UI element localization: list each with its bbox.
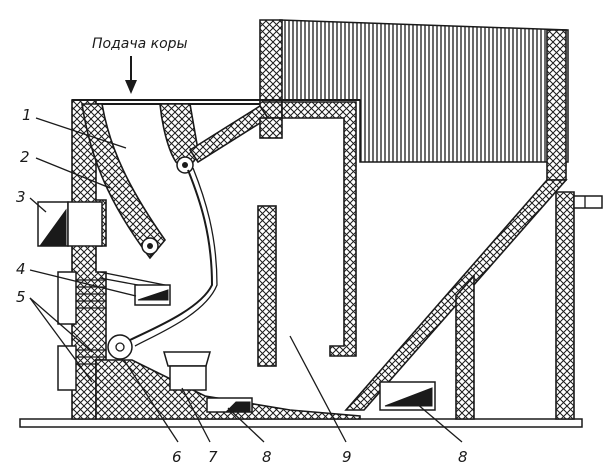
label-3: 3 xyxy=(16,188,26,206)
spring-rod xyxy=(129,167,218,347)
hinged-flap xyxy=(159,103,270,174)
leader-lines xyxy=(29,117,463,443)
feed-arrow xyxy=(125,56,137,94)
label-2: 2 xyxy=(20,148,30,166)
air-inlet-8-right xyxy=(379,381,436,411)
ash-door-7 xyxy=(163,351,211,391)
bark-hopper xyxy=(259,19,569,181)
label-8-right: 8 xyxy=(458,448,468,466)
air-inlet-8-left xyxy=(206,397,253,413)
feed-chute xyxy=(81,103,167,260)
hearth xyxy=(95,359,361,420)
right-casing xyxy=(555,191,603,420)
grate-nozzle-4 xyxy=(99,271,171,306)
air-nozzle-3 xyxy=(37,201,103,247)
label-8-left: 8 xyxy=(262,448,272,466)
label-4: 4 xyxy=(16,260,26,278)
base-plate xyxy=(19,418,583,428)
roller-6 xyxy=(107,334,133,360)
label-6: 6 xyxy=(172,448,182,466)
label-5: 5 xyxy=(16,288,26,306)
feed-caption: Подача коры xyxy=(92,36,188,52)
sloped-wall xyxy=(344,179,568,420)
label-1: 1 xyxy=(22,106,32,124)
label-9: 9 xyxy=(342,448,352,466)
label-7: 7 xyxy=(208,448,218,466)
partition-wall xyxy=(257,101,357,367)
